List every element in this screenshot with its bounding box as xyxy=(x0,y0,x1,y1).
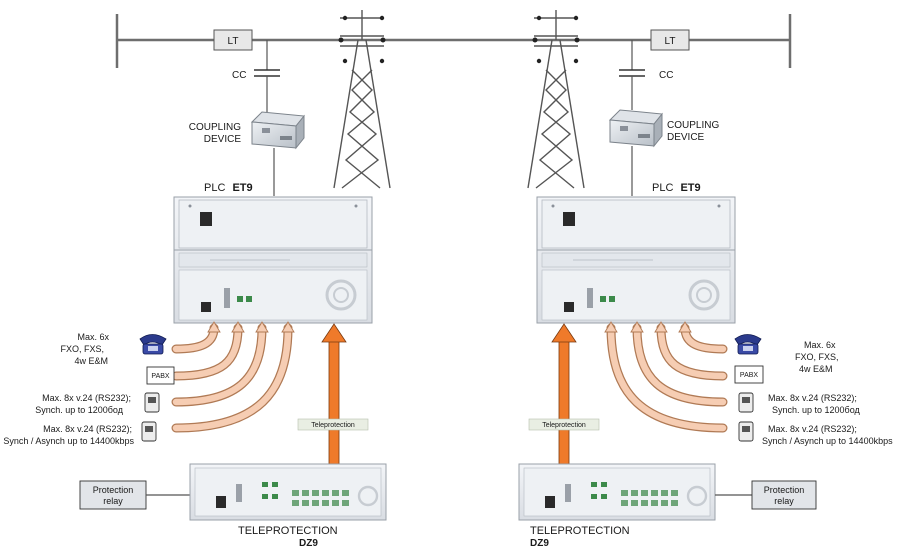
teleprotection-title: TELEPROTECTION xyxy=(238,525,338,537)
plc-model: ET9 xyxy=(232,182,252,194)
teleprotection-tag-left: Teleprotection xyxy=(297,418,369,431)
relay-label-line2: relay xyxy=(774,496,794,506)
interface-arrows-right xyxy=(604,321,728,433)
data1-label-line2: Synch. up to 1200бод xyxy=(772,405,861,415)
data1-label-line1: Max. 8x v.24 (RS232); xyxy=(42,393,131,403)
plc-rack-right xyxy=(536,196,736,324)
plc-prefix: PLC xyxy=(204,182,225,194)
teleprotection-tag-text: Teleprotection xyxy=(311,422,355,429)
coupling-capacitor-label: CC xyxy=(232,70,246,81)
voice-label-line1: Max. 6x xyxy=(804,340,836,350)
modem-icon-right-2 xyxy=(738,421,754,442)
teleprotection-arrow-left xyxy=(321,323,347,467)
voice-label-line2: FXO, FXS, xyxy=(795,352,839,362)
coupling-right: CC COUPLING DEVICE xyxy=(608,40,719,196)
interface-arrows-left xyxy=(171,321,295,433)
data2-label-line1: Max. 8x v.24 (RS232); xyxy=(768,424,857,434)
data2-label-line2: Synch / Asynch up to 14400kbps xyxy=(762,436,893,446)
plc-prefix: PLC xyxy=(652,182,673,194)
data1-label-line2: Synch. up to 1200бод xyxy=(35,405,124,415)
line-trap-label: LT xyxy=(665,36,676,47)
modem-icon-right xyxy=(738,392,754,413)
teleprotection-model: DZ9 xyxy=(299,538,318,549)
tower-right xyxy=(527,10,585,189)
data1-label-line1: Max. 8x v.24 (RS232); xyxy=(768,393,857,403)
plc-rack-left xyxy=(173,196,373,324)
plc-label-left: PLC ET9 xyxy=(204,182,253,194)
pabx-label: PABX xyxy=(151,373,169,380)
modem-icon-left xyxy=(144,392,160,413)
line-trap-left: LT xyxy=(213,29,253,51)
teleprotection-unit-right xyxy=(518,463,716,521)
line-trap-label: LT xyxy=(228,36,239,47)
protection-relay-left: Protection relay xyxy=(79,480,190,510)
voice-label-line3: 4w E&M xyxy=(799,364,833,374)
coupling-device-left xyxy=(250,111,305,150)
telephone-icon-right xyxy=(734,334,762,355)
coupling-device-right xyxy=(608,109,663,148)
coupling-label-line1: COUPLING xyxy=(667,120,719,131)
coupling-label-line2: DEVICE xyxy=(204,134,242,145)
data2-label-line1: Max. 8x v.24 (RS232); xyxy=(43,424,132,434)
relay-label-line1: Protection xyxy=(764,485,805,495)
coupling-label-line1: COUPLING xyxy=(189,122,241,133)
voice-label-line3: 4w E&M xyxy=(74,356,108,366)
voice-label-line1: Max. 6x xyxy=(77,332,109,342)
pabx-box-right: PABX xyxy=(734,365,764,384)
coupling-left: CC COUPLING DEVICE xyxy=(189,40,305,196)
coupling-capacitor-label: CC xyxy=(659,70,673,81)
teleprotection-unit-left xyxy=(189,463,387,521)
modem-icon-left-2 xyxy=(141,421,157,442)
plc-label-right: PLC ET9 xyxy=(652,182,701,194)
line-trap-right: LT xyxy=(650,29,690,51)
teleprotection-model: DZ9 xyxy=(530,538,549,549)
pabx-label: PABX xyxy=(740,372,758,379)
pabx-box-left: PABX xyxy=(146,366,175,385)
telephone-icon-left xyxy=(139,334,167,355)
teleprotection-tag-text: Teleprotection xyxy=(542,422,586,429)
protection-relay-right: Protection relay xyxy=(715,480,817,510)
tower-left xyxy=(333,10,391,189)
relay-label-line2: relay xyxy=(103,496,123,506)
coupling-label-line2: DEVICE xyxy=(667,132,705,143)
relay-label-line1: Protection xyxy=(93,485,134,495)
plc-model: ET9 xyxy=(680,182,700,194)
teleprotection-arrow-right xyxy=(551,323,577,467)
data2-label-line2: Synch / Asynch up to 14400kbps xyxy=(3,436,134,446)
teleprotection-tag-right: Teleprotection xyxy=(528,418,600,431)
teleprotection-title: TELEPROTECTION xyxy=(530,525,630,537)
voice-label-line2: FXO, FXS, xyxy=(60,344,104,354)
